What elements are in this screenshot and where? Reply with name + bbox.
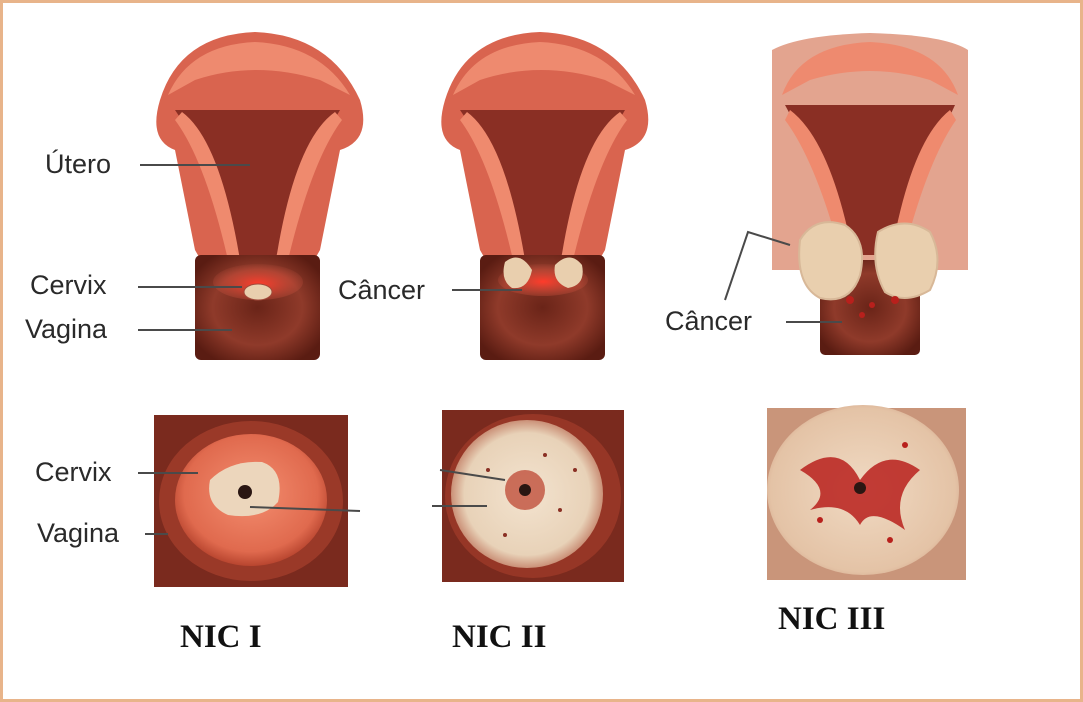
stage-label-nic1: NIC I — [180, 621, 262, 654]
stage-label-nic2: NIC II — [452, 621, 546, 654]
label-cancer-nic2: Câncer — [338, 277, 425, 304]
label-cervix-bottom: Cervix — [35, 459, 112, 486]
uterus-illustration-nic1 — [156, 32, 363, 360]
label-vagina-bottom: Vagina — [37, 520, 119, 547]
cervix-view-nic2 — [442, 410, 624, 582]
stage-label-nic3: NIC III — [778, 603, 885, 636]
cervix-view-nic1 — [154, 415, 348, 587]
label-cancer-nic3: Câncer — [665, 308, 752, 335]
label-cervix-top: Cervix — [30, 272, 107, 299]
uterus-illustration-nic2 — [441, 32, 648, 360]
uterus-illustration-nic3 — [772, 33, 968, 355]
label-vagina-top: Vagina — [25, 316, 107, 343]
cervix-view-nic3 — [767, 405, 966, 580]
label-utero: Útero — [45, 151, 111, 178]
